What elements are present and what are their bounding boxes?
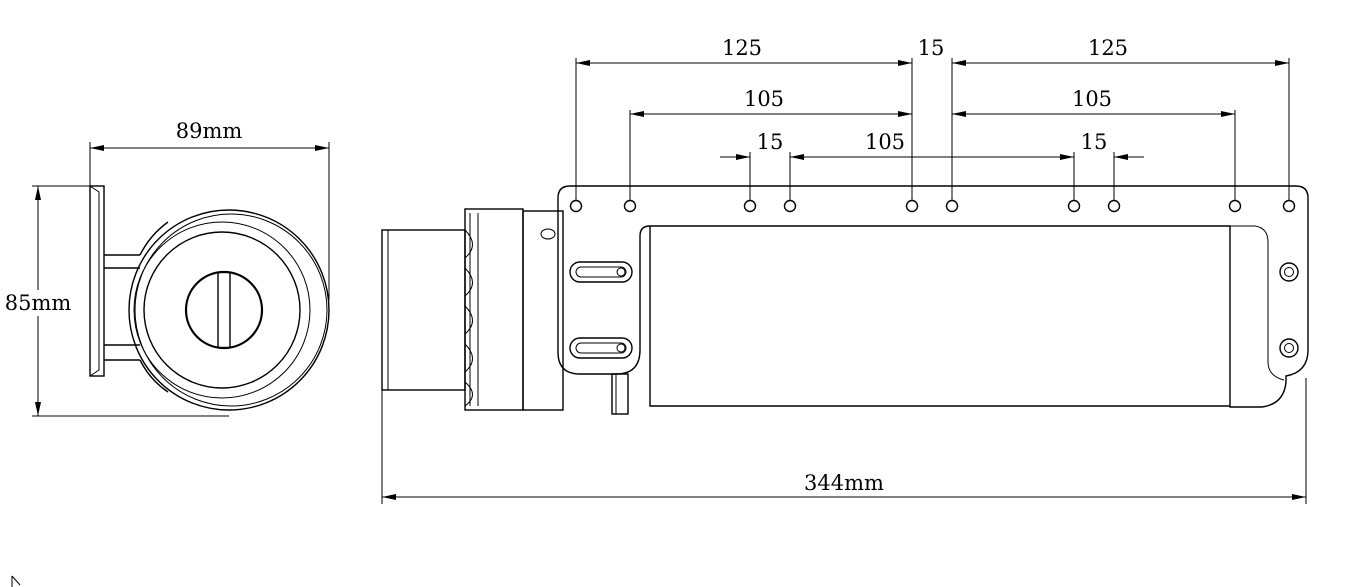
body-section [522,210,564,411]
width-label: 89mm [176,119,243,143]
hole [783,199,797,213]
hole [743,199,757,213]
hole [945,199,959,213]
width-dimension: 89mm [89,119,330,300]
dim-label: 105 [865,130,905,154]
hole [1228,199,1242,213]
hole [1107,199,1121,213]
hole [1067,199,1081,213]
dim-label: 125 [722,36,762,60]
camera-tube [649,226,1230,407]
side-view-flange [89,185,105,377]
height-dimension: 85mm [5,185,229,417]
side-view-knob [184,270,264,350]
dim-label: 105 [1072,87,1112,111]
cursor-icon [11,575,21,587]
slot [569,261,633,283]
side-view: 89mm 85mm [5,119,330,417]
hole [623,199,637,213]
dim-label: 125 [1088,36,1128,60]
total-length-label: 344mm [804,471,884,495]
height-label: 85mm [5,291,72,315]
side-screws [1279,262,1299,358]
dim-label: 15 [1081,130,1108,154]
inner-dimension-row: 15 105 15 [720,130,1144,160]
side-view-housing [128,209,330,411]
extension-lines [575,58,1290,200]
total-length-dimension: 344mm [381,378,1307,504]
adjustment-slots [569,261,633,359]
middle-dimension-row: 105 105 [630,87,1235,117]
focus-ring [464,208,524,411]
dim-label: 105 [744,87,784,111]
front-view: 125 15 125 105 105 15 105 15 [381,36,1309,504]
lens-barrel [381,229,466,391]
hole [905,199,919,213]
hole [569,199,583,213]
hole [1282,199,1296,213]
dim-label: 15 [918,36,945,60]
side-view-arm [104,221,169,393]
top-dimension-row: 125 15 125 [576,36,1289,66]
bottom-screw [611,373,629,415]
top-mounting-holes [569,199,1296,213]
mounting-bracket [557,185,1309,408]
dim-label: 15 [757,130,784,154]
slot [569,337,633,359]
